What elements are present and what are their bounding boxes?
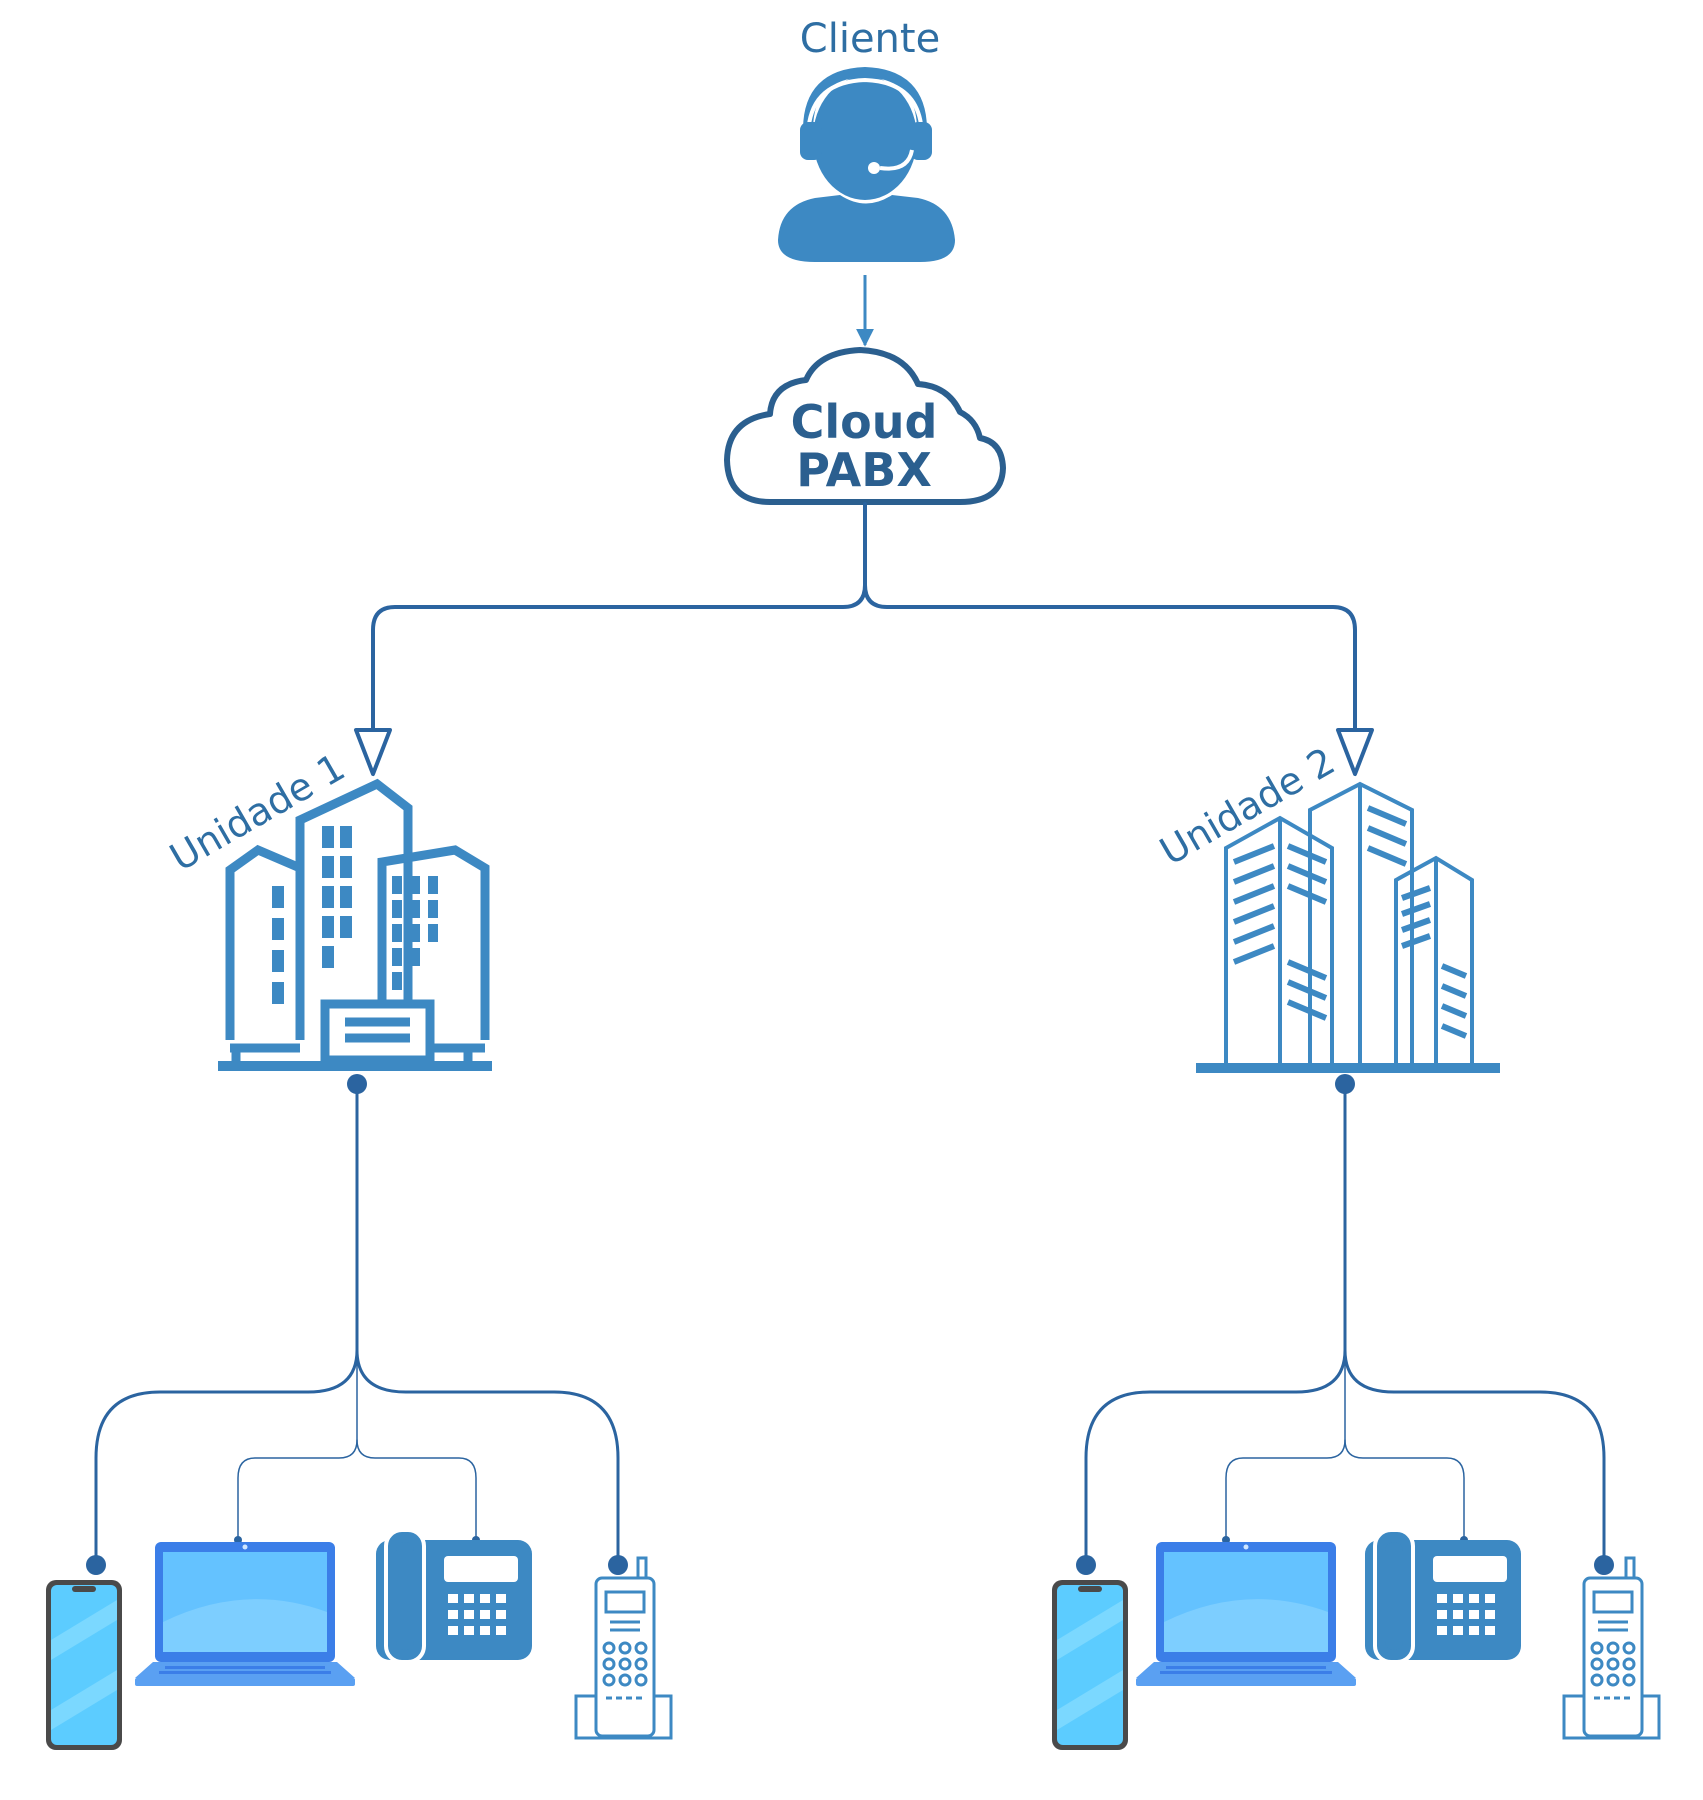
- smartphone-icon: [46, 1580, 122, 1750]
- unit-1-device-connectors: [86, 1074, 628, 1575]
- headset-user-icon: [778, 66, 955, 262]
- smartphone-icon: [1052, 1580, 1128, 1750]
- skyscraper-stripes: [1232, 805, 1468, 1039]
- laptop-icon: [1136, 1542, 1356, 1686]
- cloud-label-line1: Cloud: [791, 395, 938, 449]
- office-buildings-icon: [218, 778, 492, 1071]
- cloud-icon: [724, 347, 1006, 505]
- laptop-icon: [135, 1542, 355, 1686]
- cordless-phone-icon: [1562, 1556, 1661, 1740]
- client-label: Cliente: [800, 16, 940, 62]
- office-windows: [272, 826, 438, 1004]
- unit-2-device-connectors: [1076, 1074, 1614, 1575]
- cloud-label-line2: PABX: [796, 443, 932, 497]
- desk-phone-icon: [374, 1528, 534, 1664]
- cordless-phone-icon: [574, 1556, 673, 1740]
- cloud-to-units-connector: [354, 502, 1374, 776]
- desk-phone-icon: [1363, 1528, 1523, 1664]
